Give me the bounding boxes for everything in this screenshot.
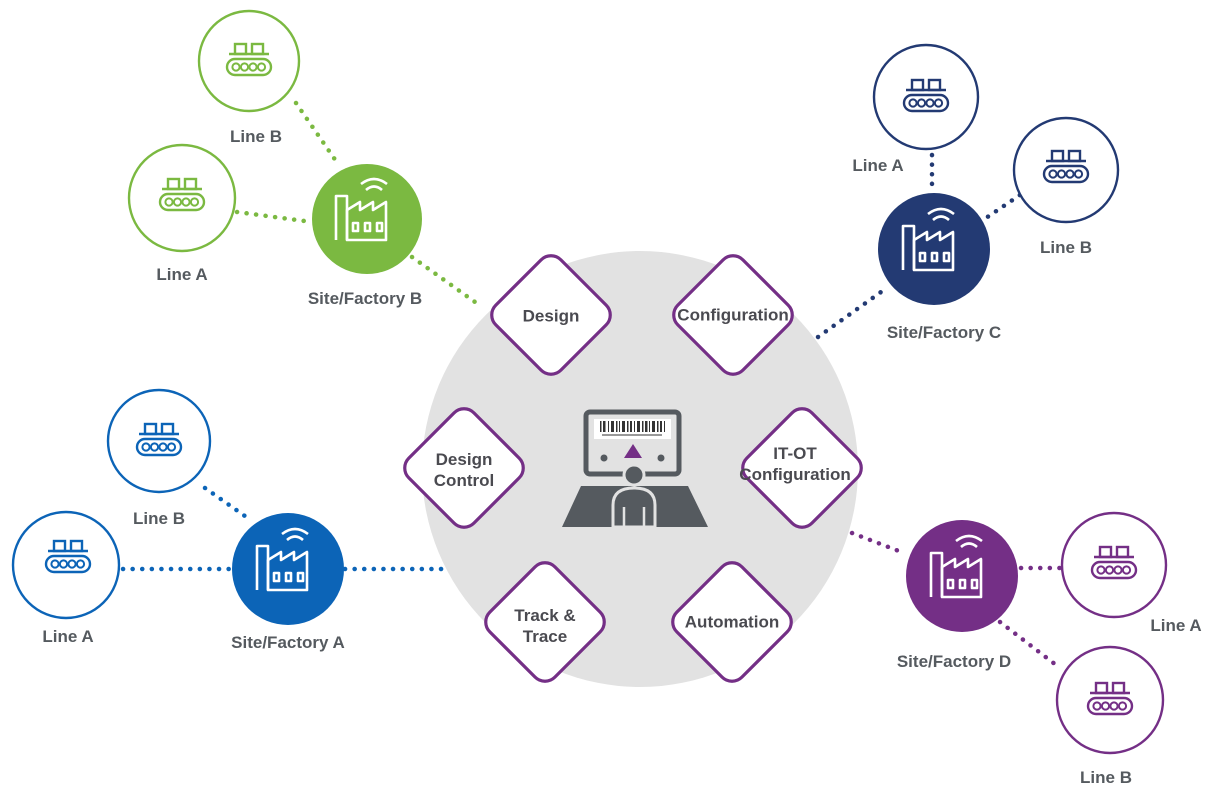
design-control-line-2: Control (433, 471, 495, 490)
connector-c-line-b (977, 192, 1023, 225)
site-b-line-a-node[interactable] (127, 143, 237, 253)
site-b-line-b-node[interactable] (197, 9, 301, 113)
connector-c-hub (815, 284, 891, 340)
site-b-line-b-label: Line B (230, 127, 282, 146)
diamond-design-control[interactable] (399, 403, 529, 533)
site-a-line-a-label: Line A (42, 627, 94, 646)
function-label-configuration: Configuration (677, 305, 789, 325)
track-trace-line-2: Trace (522, 627, 568, 646)
site-d-line-b-node[interactable] (1055, 645, 1165, 755)
function-label-automation: Automation (684, 612, 780, 632)
it-ot-line-1: IT-OT (773, 444, 817, 463)
site-a-node[interactable] (232, 513, 344, 625)
site-b-label: Site/Factory B (307, 289, 423, 308)
site-c-circle (878, 193, 990, 305)
site-c-line-a-label: Line A (852, 156, 904, 175)
connector-b-line-a (234, 209, 315, 225)
operator-workstation-icon (562, 409, 708, 529)
site-d-line-a-node[interactable] (1060, 511, 1168, 619)
site-a-line-b-node[interactable] (106, 388, 212, 494)
site-d-line-b-label: Line B (1080, 768, 1132, 787)
site-a-label: Site/Factory A (231, 633, 345, 652)
site-c-line-b-node[interactable] (1012, 116, 1120, 224)
connector-b-line-b (293, 100, 339, 164)
site-d-circle (906, 520, 1018, 632)
design-control-line-1: Design (435, 450, 493, 469)
site-c-line-b-label: Line B (1040, 238, 1092, 257)
site-a-line-a-node[interactable] (11, 510, 121, 620)
function-label-design-control: Design Control (434, 449, 494, 491)
site-b-circle (312, 164, 422, 274)
site-d-line-a-label: Line A (1150, 616, 1202, 635)
site-d-node[interactable] (906, 520, 1018, 632)
site-a-circle (232, 513, 344, 625)
diamond-it-ot-configuration[interactable] (737, 403, 867, 533)
diamond-automation[interactable] (667, 557, 797, 687)
track-trace-line-1: Track & (514, 606, 576, 625)
connector-d-line-b (997, 619, 1063, 671)
connector-d-hub (849, 530, 907, 556)
function-label-track-trace: Track & Trace (514, 605, 575, 647)
site-c-label: Site/Factory C (886, 323, 1002, 342)
site-b-node[interactable] (312, 164, 422, 274)
site-d-label: Site/Factory D (896, 652, 1012, 671)
diamond-configuration[interactable] (668, 250, 798, 380)
connector-b-hub (409, 254, 478, 305)
site-c-node[interactable] (878, 193, 990, 305)
it-ot-line-2: Configuration (739, 465, 851, 484)
diamond-track-trace[interactable] (480, 557, 610, 687)
diamond-design[interactable] (486, 250, 616, 380)
function-label-it-ot-configuration: IT-OT Configuration (739, 443, 850, 485)
site-c-line-a-node[interactable] (872, 43, 980, 151)
site-a-line-b-label: Line B (133, 509, 185, 528)
site-b-line-a-label: Line A (156, 265, 208, 284)
connector-a-line-b (202, 485, 255, 524)
function-label-design: Design (522, 306, 580, 326)
